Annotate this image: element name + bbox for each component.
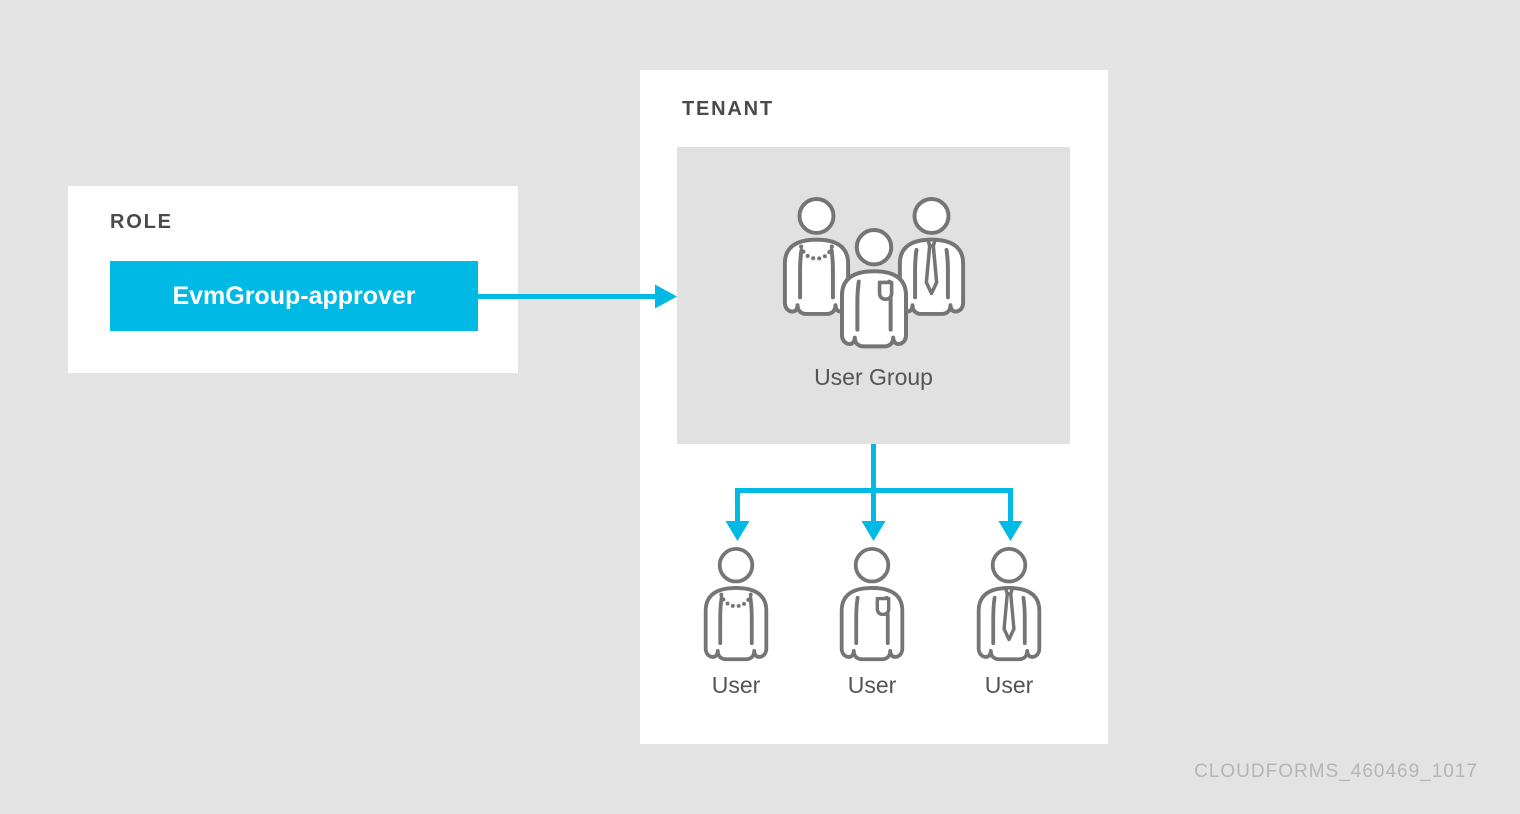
user-item: User (949, 547, 1069, 699)
user-group-icon (771, 197, 977, 353)
role-badge-label: EvmGroup-approver (172, 281, 416, 310)
tenant-panel-title: TENANT (682, 98, 774, 120)
role-panel: ROLE EvmGroup-approver (68, 186, 518, 373)
role-badge: EvmGroup-approver (110, 261, 478, 331)
user-label: User (847, 672, 897, 698)
user-label: User (711, 672, 761, 698)
role-panel-title: ROLE (110, 211, 173, 233)
user-tie-icon (949, 547, 1069, 663)
user-item: User (676, 547, 796, 699)
tenant-panel: TENANT User Group User User (640, 70, 1108, 744)
watermark: CLOUDFORMS_460469_1017 (1194, 761, 1478, 782)
user-label: User (984, 672, 1034, 698)
user-group-label: User Group (814, 364, 933, 390)
user-item: User (812, 547, 932, 699)
user-pocket-icon (812, 547, 932, 663)
user-necklace-icon (676, 547, 796, 663)
user-group-box: User Group (677, 147, 1070, 444)
